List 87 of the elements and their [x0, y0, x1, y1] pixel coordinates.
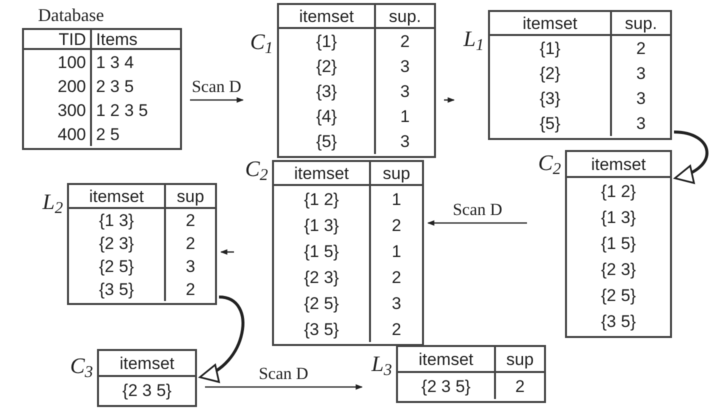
- table-cell-text: {1 3}: [600, 206, 637, 228]
- table-cell: 3: [374, 54, 434, 79]
- edge-label: Scan D: [190, 78, 244, 95]
- curved-block-arrow: [199, 296, 244, 381]
- table-cell-text: {2 5}: [98, 256, 135, 278]
- column-header: sup: [164, 185, 215, 209]
- table-cell-text: 200: [56, 76, 87, 98]
- arrow: [205, 384, 363, 390]
- table-title: C$_{2}$: [244, 158, 269, 180]
- table-cell: 3: [374, 79, 434, 104]
- table-cell-text: {1 5}: [600, 232, 637, 254]
- table-cell-text: {1 2}: [303, 188, 340, 210]
- column-header: sup.: [610, 12, 670, 36]
- table-cell-text: {2}: [538, 63, 562, 85]
- table-cell-text: {1 3}: [303, 214, 340, 236]
- column-header: itemset: [398, 347, 494, 373]
- table-cell: 3: [369, 290, 422, 316]
- column-header: itemset: [567, 152, 670, 178]
- table-title: L$_{1}$: [462, 28, 485, 50]
- table-cell: 1: [369, 186, 422, 212]
- column-header: sup: [494, 347, 544, 373]
- table-cell-text: {2 5}: [303, 292, 340, 314]
- table-cell-text: {1 3}: [98, 210, 135, 232]
- column-header: Items: [90, 30, 180, 50]
- table-cell-text: {5}: [538, 113, 562, 135]
- table-title: C$_{2}$: [537, 152, 562, 174]
- table-cell: 3: [610, 61, 670, 86]
- table-cell-text: {3 5}: [600, 310, 637, 332]
- table-cell: 2: [164, 232, 215, 255]
- table-cell: 2: [610, 36, 670, 61]
- column-header: itemset: [490, 12, 610, 36]
- table-title: C$_{3}$: [69, 355, 94, 377]
- table-title: C$_{1}$: [249, 31, 274, 53]
- table-cell: 1: [369, 238, 422, 264]
- arrow: [427, 220, 527, 226]
- column-header: itemset: [99, 351, 195, 377]
- curved-block-arrow: [674, 130, 708, 183]
- table-cell-text: {2 3 5}: [420, 376, 472, 398]
- table-cell-text: {5}: [315, 131, 338, 153]
- table-cell-text: {2 3 5}: [121, 380, 173, 402]
- edge-label: Scan D: [256, 365, 310, 382]
- table-title: L$_{3}$: [370, 353, 393, 375]
- edge-label: Scan D: [450, 201, 504, 218]
- table-cell-text: {1 5}: [303, 240, 340, 262]
- table-cell: 1 3 4: [90, 50, 180, 74]
- column-header: itemset: [69, 185, 164, 209]
- table-cell-text: {2 3}: [98, 233, 135, 255]
- table-cell: 2: [374, 29, 434, 54]
- table-title: Database: [38, 6, 104, 27]
- table-cell: 2: [369, 316, 422, 342]
- column-header: itemset: [274, 162, 369, 186]
- column-header: TID: [24, 30, 90, 50]
- column-header: sup: [369, 162, 422, 186]
- table-cell: 2 5: [90, 122, 180, 146]
- table-cell: 2: [369, 212, 422, 238]
- table-cell-text: 100: [56, 52, 87, 74]
- table-cell-text: {3 5}: [98, 279, 135, 301]
- table-cell: 1 2 3 5: [90, 98, 180, 122]
- table-cell-text: {2 5}: [600, 284, 637, 306]
- table-cell-text: {3}: [538, 88, 562, 110]
- table-cell: 2: [494, 373, 544, 399]
- table-cell: 2: [164, 278, 215, 301]
- table-cell-text: {3 5}: [303, 318, 340, 340]
- table-cell: 1: [374, 104, 434, 129]
- table-cell-text: {1}: [315, 31, 338, 53]
- table-cell: 2: [369, 264, 422, 290]
- arrow: [444, 97, 455, 103]
- table-cell-text: 400: [56, 124, 87, 146]
- table-cell: 2 3 5: [90, 74, 180, 98]
- table-cell: 2: [164, 209, 215, 232]
- table-cell: 3: [610, 86, 670, 111]
- table-cell-text: {2 3}: [303, 266, 340, 288]
- arrow: [190, 97, 244, 103]
- table-cell-text: {2}: [315, 56, 338, 78]
- table-cell-text: {1 2}: [600, 180, 637, 202]
- table-title: L$_{2}$: [41, 191, 64, 213]
- column-header: itemset: [279, 5, 374, 29]
- table-cell-text: {2 3}: [600, 258, 637, 280]
- table-cell: 3: [610, 111, 670, 136]
- table-cell: 3: [164, 255, 215, 278]
- table-cell: 3: [374, 129, 434, 154]
- table-cell-text: 300: [56, 100, 87, 122]
- table-cell-text: {3}: [315, 81, 338, 103]
- arrow: [220, 249, 234, 255]
- table-cell-text: {1}: [538, 38, 562, 60]
- column-header: sup.: [374, 5, 434, 29]
- table-cell-text: {4}: [315, 106, 338, 128]
